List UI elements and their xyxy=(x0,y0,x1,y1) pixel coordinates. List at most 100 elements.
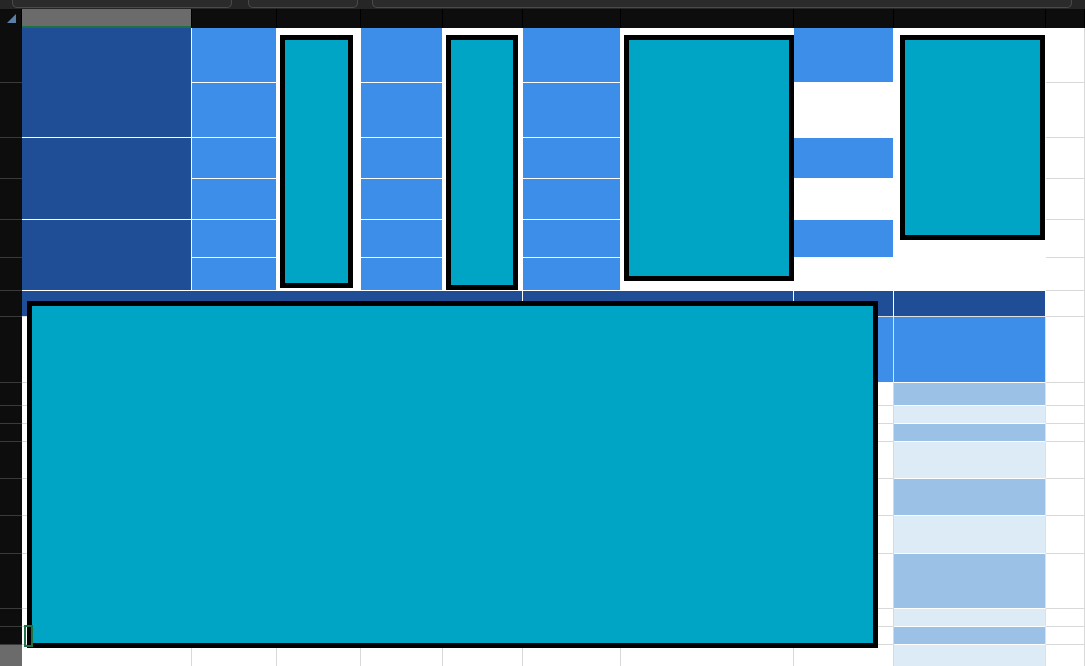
realise-cell-row17[interactable] xyxy=(894,627,1046,645)
label-code-postal-1[interactable] xyxy=(192,179,277,220)
label-adresse-mel-1[interactable] xyxy=(794,138,894,179)
cell-J9[interactable] xyxy=(1046,383,1085,406)
label-telephone-1[interactable] xyxy=(523,179,621,220)
section-title-representant[interactable] xyxy=(22,138,192,220)
row-header-5[interactable] xyxy=(0,220,22,258)
row-header-1[interactable] xyxy=(0,28,22,83)
label-telephone-2[interactable] xyxy=(523,258,621,291)
cell-J13[interactable] xyxy=(1046,479,1085,516)
column-header-a[interactable] xyxy=(22,9,192,28)
label-nom-1[interactable] xyxy=(192,138,277,179)
input-box-column-e[interactable] xyxy=(446,35,518,290)
cell-G18[interactable] xyxy=(621,645,794,666)
row-header-3[interactable] xyxy=(0,138,22,179)
label-ville-2[interactable] xyxy=(361,258,443,291)
realise-cell-row13[interactable] xyxy=(894,479,1046,516)
toolbar-group-2[interactable] xyxy=(248,0,358,8)
cell-J10[interactable] xyxy=(1046,406,1085,424)
row-header-2[interactable] xyxy=(0,83,22,138)
cell-J1[interactable] xyxy=(1046,28,1085,83)
cell-J18[interactable] xyxy=(1046,645,1085,666)
label-nom-2[interactable] xyxy=(192,220,277,258)
value-adresse-mel-1[interactable] xyxy=(794,179,894,220)
realise-cell-row9[interactable] xyxy=(894,383,1046,406)
column-header-g[interactable] xyxy=(621,9,794,28)
value-adresse-mel-0[interactable] xyxy=(794,83,894,138)
realise-cell-row12[interactable] xyxy=(894,442,1046,479)
row-header-17[interactable] xyxy=(0,627,22,645)
select-all-corner[interactable] xyxy=(0,9,22,28)
cell-J16[interactable] xyxy=(1046,609,1085,627)
column-header-h[interactable] xyxy=(794,9,894,28)
label-adresse-1[interactable] xyxy=(523,138,621,179)
row-header-7[interactable] xyxy=(0,291,22,317)
row-header-13[interactable] xyxy=(0,479,22,516)
cell-C18[interactable] xyxy=(277,645,361,666)
cell-D18[interactable] xyxy=(361,645,443,666)
column-header-e[interactable] xyxy=(443,9,523,28)
row-header-4[interactable] xyxy=(0,179,22,220)
label-adresse-mel-0[interactable] xyxy=(794,28,894,83)
row-header-14[interactable] xyxy=(0,516,22,554)
sheet-canvas[interactable] xyxy=(22,28,1085,666)
realise-cell-row18[interactable] xyxy=(894,645,1046,666)
label-ville-0[interactable] xyxy=(361,83,443,138)
realise-cell-row15[interactable] xyxy=(894,554,1046,609)
cell-J17[interactable] xyxy=(1046,627,1085,645)
input-box-column-g[interactable] xyxy=(624,35,794,281)
input-box-column-c[interactable] xyxy=(280,35,353,288)
row-header-18[interactable] xyxy=(0,645,22,666)
label-nom-0[interactable] xyxy=(192,28,277,83)
realise-cell-row10[interactable] xyxy=(894,406,1046,424)
row-header-15[interactable] xyxy=(0,554,22,609)
cell-J7[interactable] xyxy=(1046,291,1085,317)
cell-F18[interactable] xyxy=(523,645,621,666)
label-prenom-2[interactable] xyxy=(361,220,443,258)
section-title-responsable[interactable] xyxy=(22,28,192,138)
column-header-f[interactable] xyxy=(523,9,621,28)
label-prenom-0[interactable] xyxy=(361,28,443,83)
cell-E18[interactable] xyxy=(443,645,523,666)
row-header-10[interactable] xyxy=(0,406,22,424)
realise-cell-row16[interactable] xyxy=(894,609,1046,627)
row-header-12[interactable] xyxy=(0,442,22,479)
label-code-postal-0[interactable] xyxy=(192,83,277,138)
section-title-dpo[interactable] xyxy=(22,220,192,291)
cell-J2[interactable] xyxy=(1046,83,1085,138)
realise-cell-row14[interactable] xyxy=(894,516,1046,554)
column-header-c[interactable] xyxy=(277,9,361,28)
row-header-8[interactable] xyxy=(0,317,22,383)
cell-J4[interactable] xyxy=(1046,179,1085,220)
realise-cell-row8[interactable] xyxy=(894,317,1046,383)
input-box-traitement[interactable] xyxy=(27,301,878,648)
label-code-postal-2[interactable] xyxy=(192,258,277,291)
row-header-16[interactable] xyxy=(0,609,22,627)
cell-J6[interactable] xyxy=(1046,258,1085,291)
cell-J12[interactable] xyxy=(1046,442,1085,479)
column-header-j[interactable] xyxy=(1046,9,1085,28)
label-prenom-1[interactable] xyxy=(361,138,443,179)
realise-cell-row11[interactable] xyxy=(894,424,1046,442)
column-header-d[interactable] xyxy=(361,9,443,28)
column-header-i[interactable] xyxy=(894,9,1046,28)
cell-H18[interactable] xyxy=(794,645,894,666)
label-telephone-0[interactable] xyxy=(523,83,621,138)
cell-J11[interactable] xyxy=(1046,424,1085,442)
cell-J15[interactable] xyxy=(1046,554,1085,609)
row-header-9[interactable] xyxy=(0,383,22,406)
cell-J3[interactable] xyxy=(1046,138,1085,179)
label-adresse-0[interactable] xyxy=(523,28,621,83)
label-ville-1[interactable] xyxy=(361,179,443,220)
input-box-column-i[interactable] xyxy=(900,35,1045,240)
cell-B18[interactable] xyxy=(192,645,277,666)
spreadsheet-grid[interactable] xyxy=(0,9,1085,666)
cell-J5[interactable] xyxy=(1046,220,1085,258)
row-header-6[interactable] xyxy=(0,258,22,291)
label-adresse-2[interactable] xyxy=(523,220,621,258)
cell-A18[interactable] xyxy=(22,645,192,666)
header-realise[interactable] xyxy=(894,291,1046,317)
cell-J14[interactable] xyxy=(1046,516,1085,554)
label-adresse-mel-2[interactable] xyxy=(794,220,894,258)
row-header-11[interactable] xyxy=(0,424,22,442)
cell-J8[interactable] xyxy=(1046,317,1085,383)
